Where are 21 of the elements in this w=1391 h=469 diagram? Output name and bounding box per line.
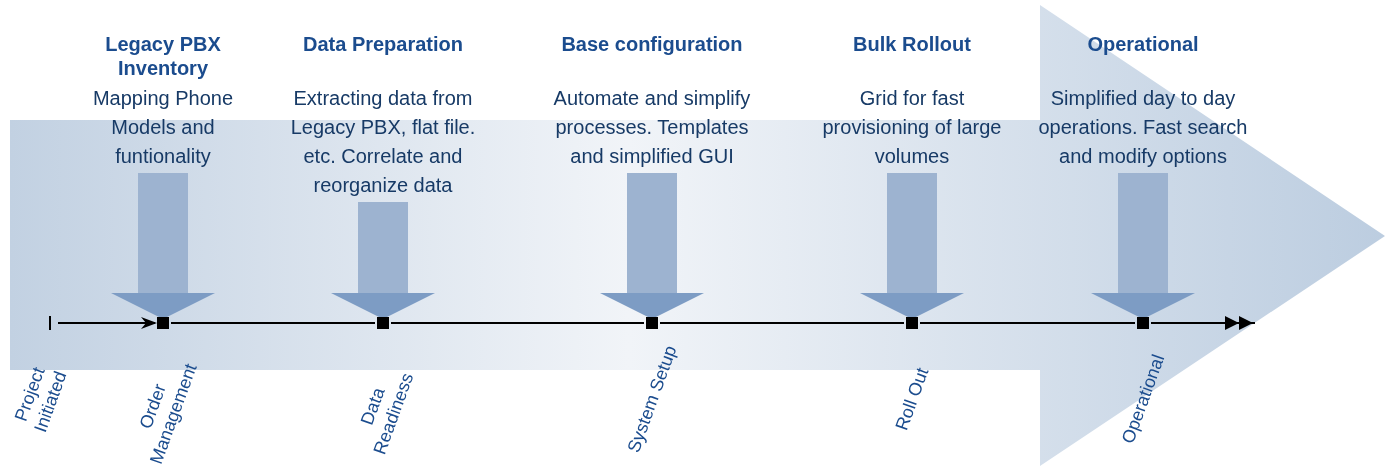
phase-description: Extracting data from Legacy PBX, flat file. etc. Correlate and reorganize data	[289, 86, 477, 198]
down-arrow	[600, 173, 704, 319]
phase-description: Simplified day to day operations. Fast search and modify options	[1037, 86, 1249, 169]
timeline-line	[57, 317, 157, 329]
timeline-line	[170, 322, 376, 324]
phase-description: Automate and simplify processes. Templates and simplified GUI	[552, 86, 752, 169]
milestone-label: Roll Out	[890, 364, 934, 435]
timeline-line	[390, 322, 645, 324]
phase-description: Mapping Phone Models and funtionality	[91, 86, 235, 169]
phase-heading: Data Preparation	[301, 32, 465, 57]
timeline-line	[919, 322, 1136, 324]
down-arrow	[111, 173, 215, 319]
down-arrow	[1091, 173, 1195, 319]
timeline-line	[659, 322, 905, 324]
down-arrow	[331, 202, 435, 319]
phase-heading: Bulk Rollout	[852, 32, 972, 57]
phase-heading: Base configuration	[560, 32, 744, 57]
phase-description: Grid for fast provisioning of large volumes	[821, 86, 1003, 169]
phase-heading: Legacy PBX Inventory	[104, 32, 222, 81]
phase-heading: Operational	[1086, 32, 1200, 57]
down-arrow	[860, 173, 964, 319]
